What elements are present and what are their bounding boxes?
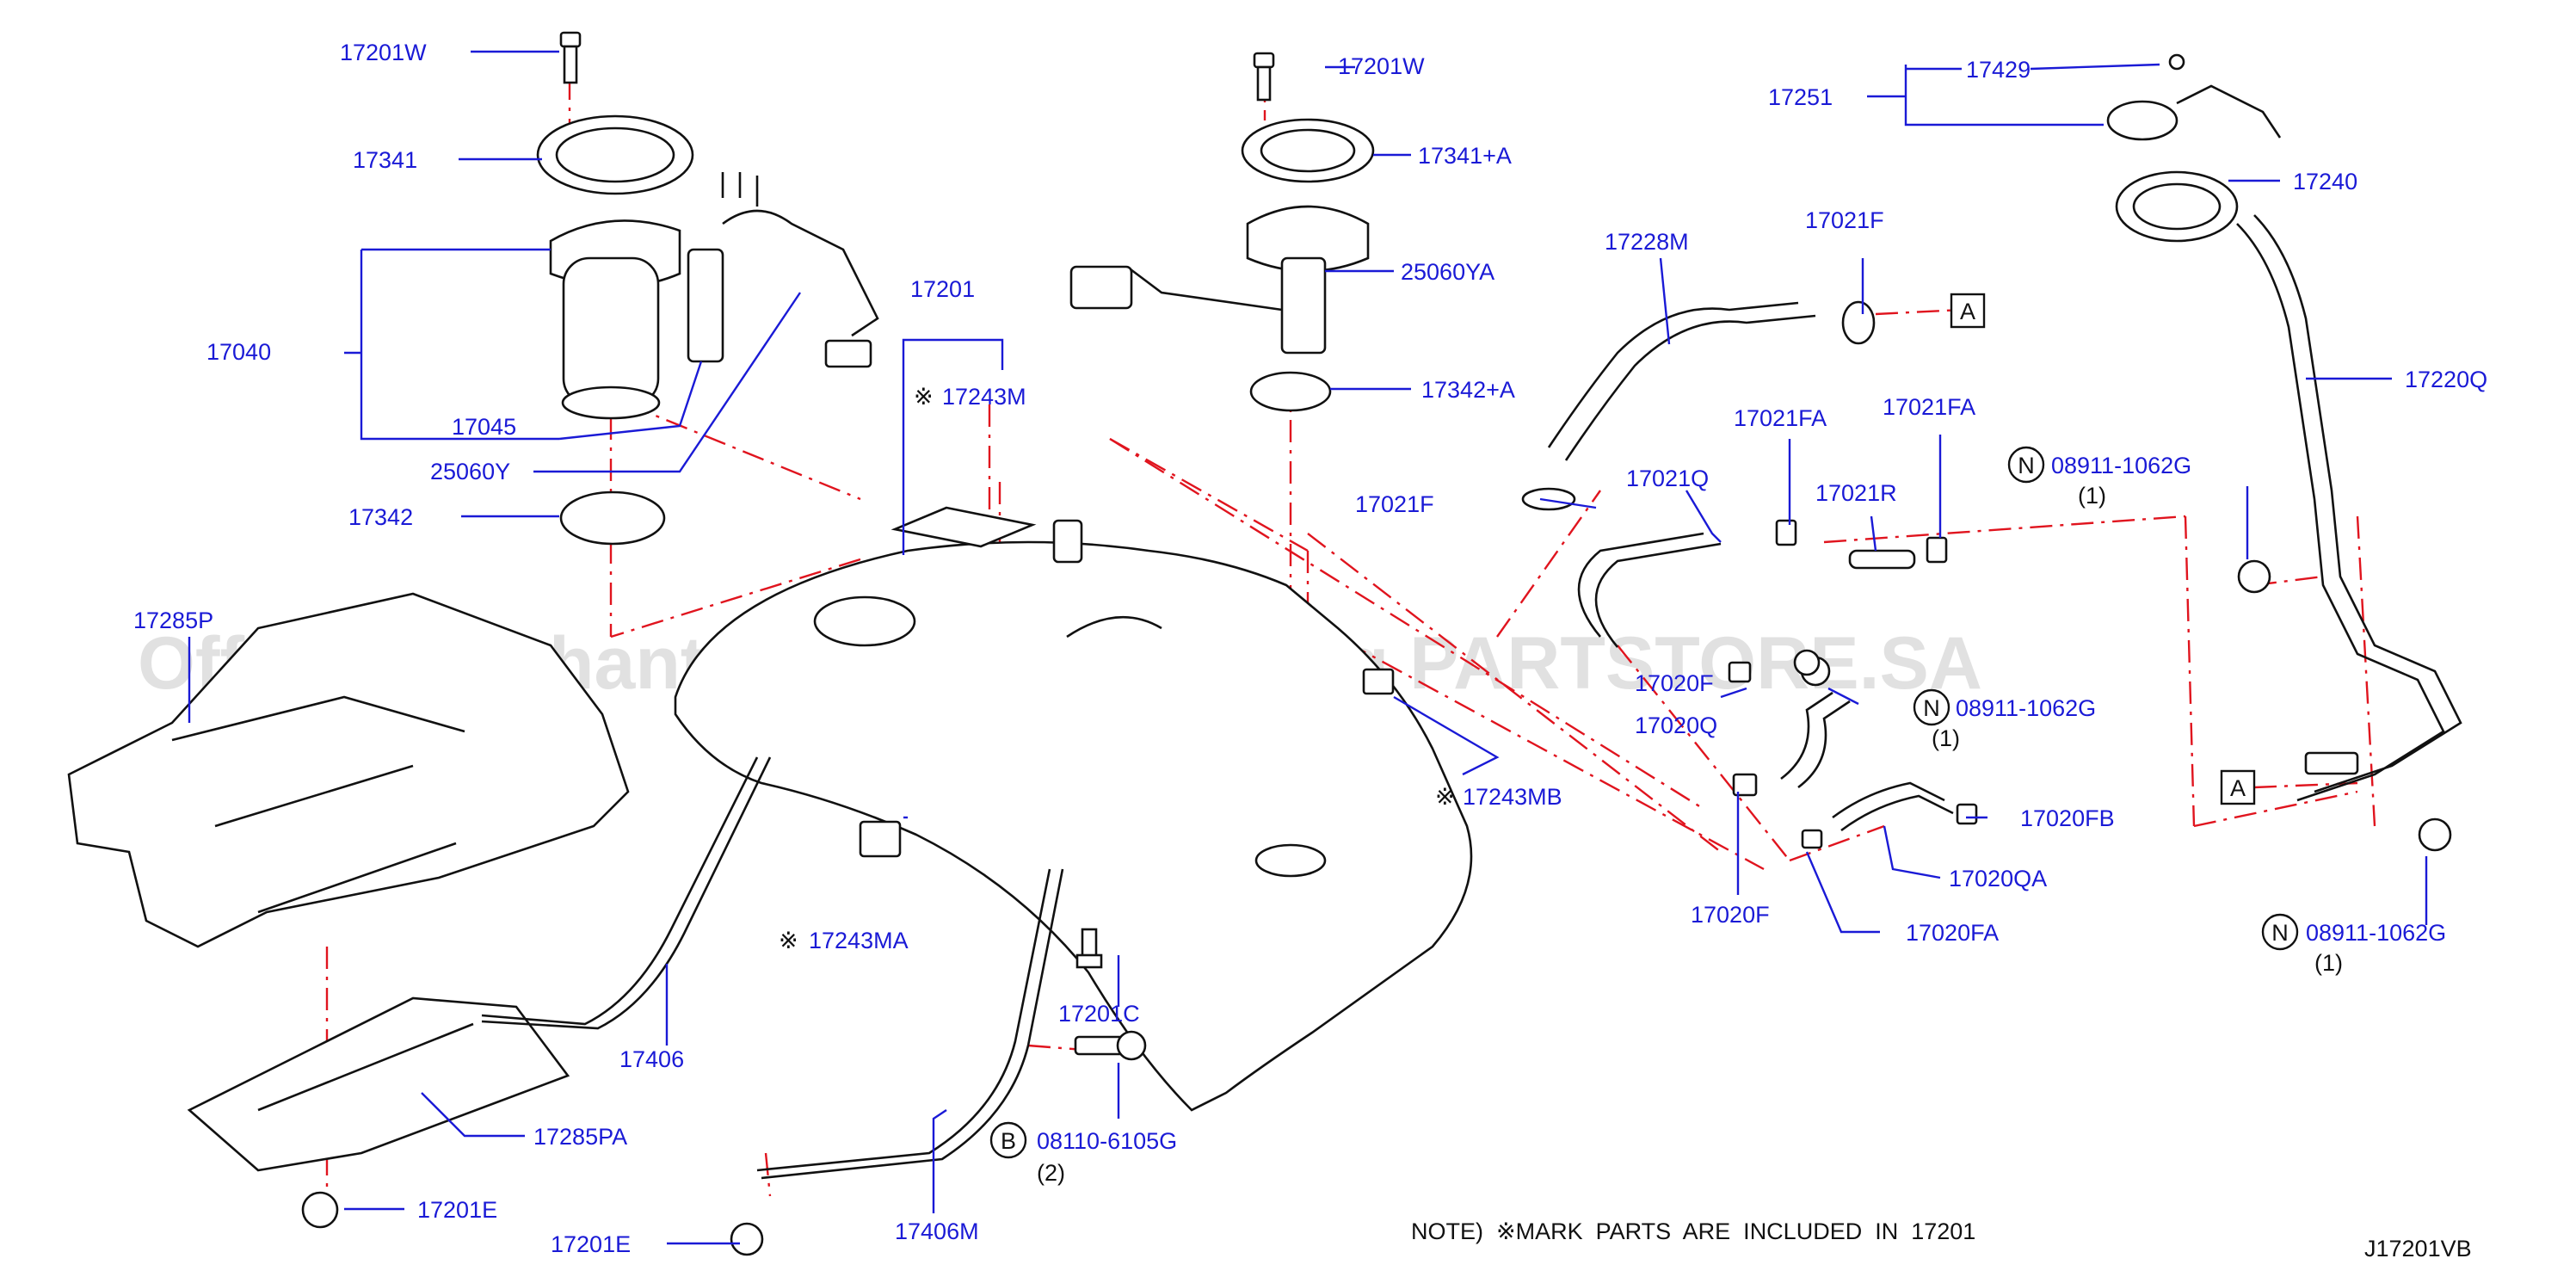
svg-text:B: B (1001, 1128, 1016, 1154)
mark-17243MB: ※ (1435, 784, 1455, 810)
label-17020FB: 17020FB (2020, 805, 2115, 831)
label-17429: 17429 (1966, 57, 2031, 83)
label-17020FA: 17020FA (1906, 920, 1999, 946)
label-08911-upper: 08911-1062G (2051, 453, 2191, 478)
ref-box-a-label-2: A (2230, 775, 2246, 801)
label-17243MB: 17243MB (1463, 784, 1562, 810)
label-08110-qty: (2) (1037, 1160, 1065, 1186)
filler-neck-assembly (1793, 53, 2462, 852)
label-17285P: 17285P (133, 608, 213, 633)
label-17201W-left: 17201W (340, 40, 427, 65)
mark-17243MA: ※ (779, 928, 798, 953)
label-17243M: 17243M (942, 384, 1026, 410)
circle-n-marker-2: N (1913, 688, 1950, 726)
label-25060YA: 25060YA (1401, 259, 1494, 285)
label-17201E-upper: 17201E (417, 1197, 497, 1223)
label-17201W-center: 17201W (1338, 53, 1425, 79)
circle-n-marker-3: N (2261, 913, 2299, 951)
label-17045: 17045 (452, 414, 516, 440)
label-17201C: 17201C (1058, 1001, 1140, 1027)
label-17021FA-right: 17021FA (1883, 394, 1975, 420)
label-17243MA: 17243MA (809, 928, 909, 953)
label-08110-6105G: 08110-6105G (1037, 1128, 1177, 1154)
fuel-pump-assembly-left (536, 31, 879, 546)
label-17220Q: 17220Q (2405, 367, 2487, 392)
label-17285PA: 17285PA (533, 1124, 627, 1150)
circle-b-marker: B (989, 1121, 1027, 1159)
label-25060Y: 25060Y (430, 459, 510, 484)
label-17021F-upper: 17021F (1805, 207, 1884, 233)
label-17021R: 17021R (1815, 480, 1897, 506)
fuel-tank (674, 506, 1473, 1112)
label-17251: 17251 (1768, 84, 1833, 110)
vent-hoses (1521, 300, 1978, 849)
footer-note: NOTE) ※MARK PARTS ARE INCLUDED IN 17201 (1411, 1218, 1975, 1244)
label-08911-lower: 08911-1062G (2306, 920, 2446, 946)
label-17020QA: 17020QA (1949, 866, 2047, 891)
label-17341: 17341 (353, 147, 417, 173)
fuel-pump-assembly-center (1069, 52, 1375, 412)
label-17021F-lower: 17021F (1355, 491, 1434, 517)
label-17020F-upper: 17020F (1635, 670, 1714, 696)
ref-box-a-lower: A (2220, 769, 2256, 805)
label-17040: 17040 (206, 339, 271, 365)
label-17406: 17406 (619, 1046, 684, 1072)
label-17201: 17201 (910, 276, 975, 302)
leader-lines (188, 50, 2428, 1245)
label-17021Q: 17021Q (1626, 466, 1709, 491)
heat-insulators (67, 592, 630, 1172)
label-17228M: 17228M (1605, 229, 1689, 255)
diagram-code: J17201VB (2364, 1236, 2472, 1262)
label-08911-middle: 08911-1062G (1956, 695, 2096, 721)
svg-text:N: N (2018, 453, 2035, 478)
label-08911-lower-qty: (1) (2314, 950, 2343, 976)
tank-straps (301, 756, 1147, 1256)
label-08911-upper-qty: (1) (2078, 483, 2106, 509)
label-08911-middle-qty: (1) (1932, 725, 1960, 751)
label-17342A: 17342+A (1421, 377, 1515, 403)
label-17342: 17342 (348, 504, 413, 530)
ref-box-a-upper: A (1950, 293, 1986, 329)
label-17021FA-left: 17021FA (1734, 405, 1827, 431)
label-17240: 17240 (2293, 169, 2357, 194)
svg-text:N: N (2271, 920, 2289, 946)
label-17020F-lower: 17020F (1691, 902, 1770, 928)
part-labels: 17201W 17341 17040 17045 25060Y 17342 17… (133, 40, 2487, 1257)
mark-17243M: ※ (914, 384, 934, 410)
svg-text:N: N (1923, 695, 1940, 721)
label-17020Q: 17020Q (1635, 713, 1717, 738)
label-17406M: 17406M (895, 1218, 979, 1244)
circle-n-marker-1: N (2007, 446, 2045, 484)
ref-box-a-label: A (1960, 299, 1975, 324)
label-17201E-lower: 17201E (551, 1231, 631, 1257)
label-17341A: 17341+A (1418, 143, 1512, 169)
